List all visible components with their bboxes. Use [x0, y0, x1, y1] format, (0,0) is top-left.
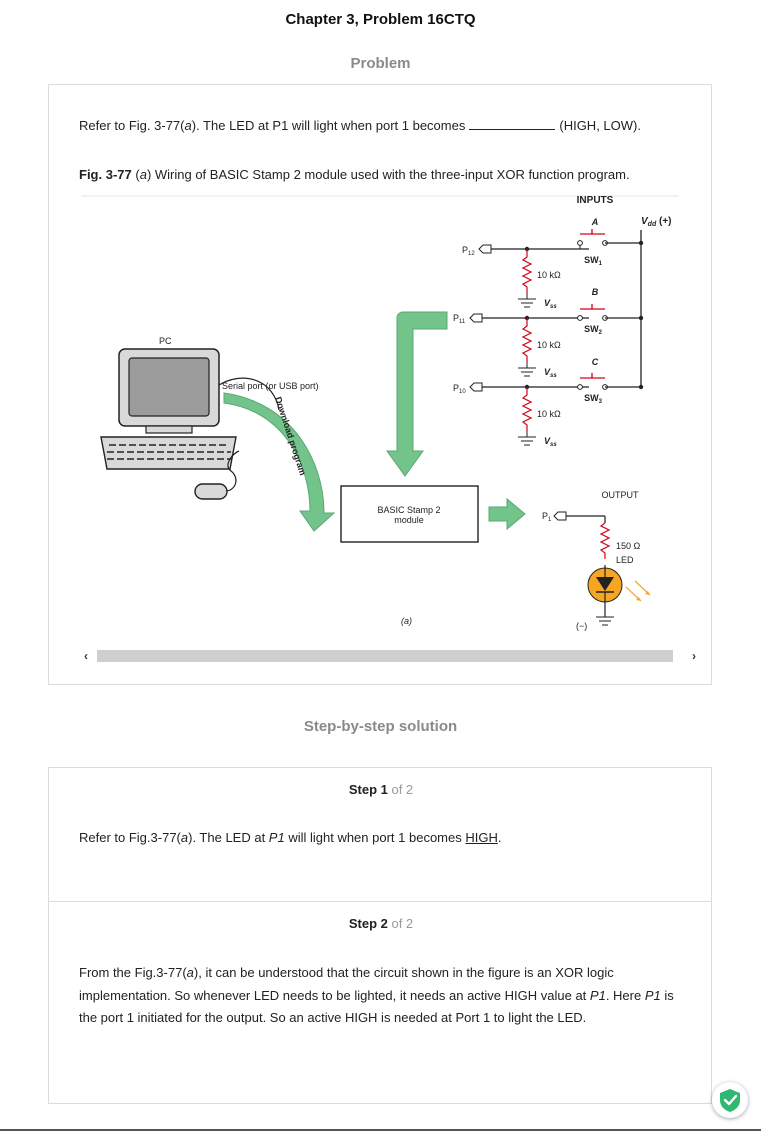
solution-heading: Step-by-step solution: [303, 718, 458, 735]
vss-label-3: Vss: [544, 436, 557, 448]
green-arrow-down: [386, 311, 448, 477]
port-p10-label: P10: [453, 383, 466, 395]
switch-letter-a: A: [591, 217, 599, 227]
bottom-divider: [0, 1129, 761, 1131]
output-arrow: [488, 497, 526, 531]
resistor-label-3: 10 kΩ: [537, 409, 561, 419]
scroll-right-icon[interactable]: ›: [692, 649, 696, 663]
vdd-label: Vdd (+): [641, 216, 672, 228]
vss-label-2: Vss: [544, 367, 557, 379]
pc-label: PC: [159, 336, 172, 346]
sw3-label: SW3: [584, 393, 603, 405]
port-p11-label: P11: [453, 313, 466, 325]
page-title: Chapter 3, Problem 16CTQ: [285, 11, 476, 28]
p1-label: P1: [542, 511, 552, 523]
module-box: [340, 485, 479, 543]
inputs-label: INPUTS: [577, 195, 614, 206]
switch-letter-b: B: [592, 287, 599, 297]
port-p12-label: P12: [462, 245, 475, 257]
step-1-card: Step 1 of 2 Refer to Fig.3-77(a). The LE…: [48, 767, 712, 902]
problem-heading: Problem: [350, 55, 411, 72]
horizontal-scrollbar[interactable]: ‹ ›: [79, 649, 696, 663]
sub-caption: (a): [401, 616, 412, 626]
question-text: Refer to Fig. 3-77(a). The LED at P1 wil…: [79, 116, 641, 133]
problem-card: Refer to Fig. 3-77(a). The LED at P1 wil…: [48, 84, 712, 685]
minus-label: (−): [576, 621, 587, 631]
shield-check-icon[interactable]: [712, 1082, 748, 1118]
figure-caption: Fig. 3-77 (a) Wiring of BASIC Stamp 2 mo…: [79, 167, 630, 182]
output-label: OUTPUT: [602, 490, 640, 500]
input-row-c: P10 C SW3 10 kΩ Vss: [453, 357, 644, 448]
sw1-label: SW1: [584, 255, 603, 267]
step-2-title: Step 2 of 2: [348, 916, 414, 931]
pc-illustration: PC Serial port (or USB port): [100, 336, 319, 500]
led-label: LED: [616, 555, 634, 565]
switch-letter-c: C: [592, 357, 599, 367]
step-1-answer: HIGH: [465, 830, 498, 845]
resistor-label-2: 10 kΩ: [537, 340, 561, 350]
step-1-text: Refer to Fig.3-77(a). The LED at P1 will…: [79, 830, 502, 845]
download-label: Download program: [273, 396, 308, 477]
input-row-b: P11 B SW2 10 kΩ Vss: [453, 287, 644, 379]
circuit-figure: INPUTS Vdd (+) P12 A SW1 10 kΩ Vs: [81, 195, 679, 631]
step-1-title: Step 1 of 2: [348, 782, 414, 797]
download-arrow: [223, 392, 336, 532]
answer-blank: [469, 116, 556, 130]
module-line1: BASIC Stamp 2: [377, 505, 440, 515]
step-2-text: From the Fig.3-77(a), it can be understo…: [79, 965, 674, 1025]
step-2-card: Step 2 of 2 From the Fig.3-77(a), it can…: [48, 901, 712, 1104]
scroll-track[interactable]: [97, 650, 673, 662]
led-resistor-label: 150 Ω: [616, 541, 641, 551]
vss-label-1: Vss: [544, 298, 557, 310]
input-row-a: P12 A SW1 10 kΩ Vss: [462, 217, 644, 310]
figure-label: Fig. 3-77: [79, 167, 132, 182]
serial-port-label: Serial port (or USB port): [222, 381, 319, 391]
sw2-label: SW2: [584, 324, 603, 336]
scroll-left-icon[interactable]: ‹: [84, 649, 88, 663]
resistor-label-1: 10 kΩ: [537, 270, 561, 280]
module-line2: module: [394, 515, 424, 525]
